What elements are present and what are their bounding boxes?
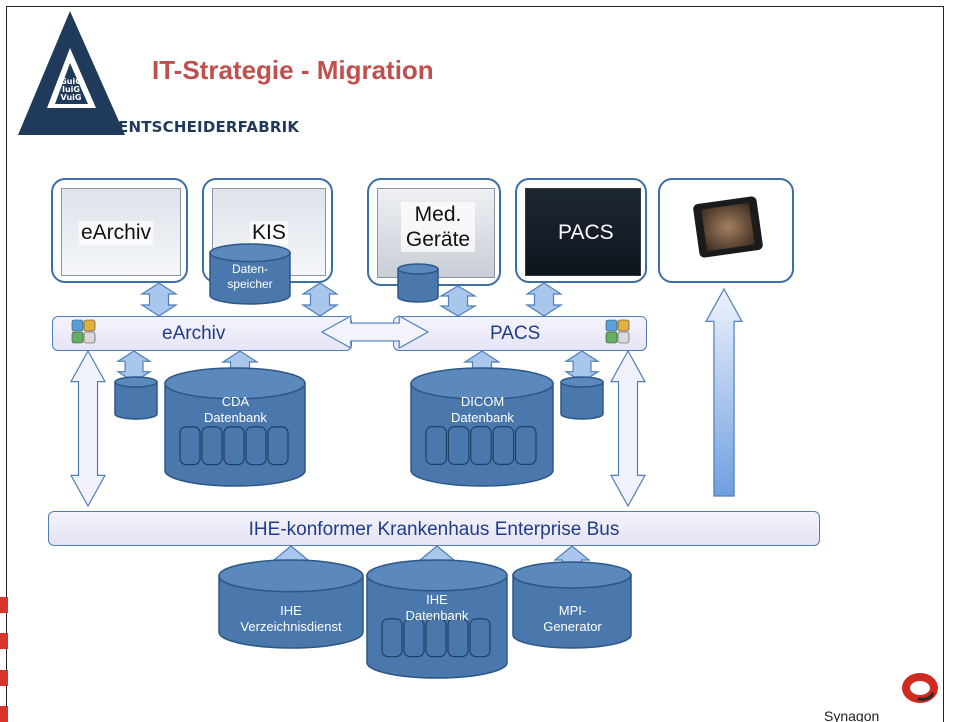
logo-text-guig: GuiG — [60, 77, 82, 86]
puzzle-icon — [605, 319, 630, 344]
cda-database — [164, 367, 306, 487]
kis-store-cylinder — [209, 243, 291, 305]
brand-name: ENTSCHEIDERFABRIK — [118, 118, 300, 136]
panel-earchiv: eArchiv — [51, 178, 188, 283]
earchiv-bar-label: eArchiv — [162, 323, 226, 344]
pacs-small-cylinder — [560, 376, 604, 420]
ihe-database — [366, 559, 508, 679]
dicom-db-label: DICOM Datenbank — [451, 394, 514, 425]
logo-text-vuig: VuiG — [60, 93, 82, 102]
page-title: IT-Strategie - Migration — [152, 55, 434, 85]
kis-store-label: Daten- speicher — [227, 262, 273, 291]
db-cell — [223, 426, 245, 466]
arrow-earchiv-pacs — [320, 314, 430, 350]
arrow-earchiv-bus — [69, 349, 107, 508]
pacs-bar-label: PACS — [490, 323, 541, 344]
arrow-earchiv-panel-bar — [139, 282, 179, 317]
puzzle-icon — [71, 319, 96, 344]
panel-tablet — [658, 178, 794, 283]
slide-frame — [6, 6, 944, 722]
db-cell — [245, 426, 267, 466]
db-cell — [470, 426, 492, 465]
ihe-verzeichnis-label: IHE Verzeichnisdienst — [240, 603, 342, 634]
arrow-med-panel-bar — [438, 285, 478, 317]
synagon-logo-text: Synagon — [824, 708, 880, 722]
db-cell — [447, 426, 470, 465]
cda-db-label: CDA Datenbank — [204, 394, 267, 425]
panel-pacs-label: PACS — [558, 221, 614, 244]
ihe-db-label: IHE Datenbank — [405, 592, 469, 623]
red-mark — [0, 597, 8, 613]
db-cell — [492, 426, 515, 465]
panel-med-geraete-label: Med. Geräte — [401, 202, 475, 252]
arrow-kis-panel-bar — [300, 282, 340, 317]
panel-earchiv-label: eArchiv — [79, 221, 154, 245]
db-cell — [425, 426, 447, 465]
db-cell — [201, 426, 223, 466]
red-mark — [0, 670, 8, 686]
med-store-cylinder — [397, 263, 439, 303]
db-cell — [447, 618, 469, 658]
arrow-pacs-bus — [609, 349, 647, 508]
enterprise-bus — [48, 511, 820, 546]
earchiv-bar — [52, 316, 352, 351]
pacs-screenshot — [525, 188, 641, 276]
red-mark — [0, 706, 8, 722]
earchiv-small-cylinder — [114, 376, 158, 420]
db-cell — [381, 618, 403, 658]
arrow-bus-tablet — [704, 287, 744, 497]
db-cell — [514, 426, 537, 465]
pacs-bar — [393, 316, 647, 351]
panel-pacs: PACS — [515, 178, 647, 283]
db-cell — [403, 618, 425, 658]
red-mark — [0, 633, 8, 649]
db-cell — [469, 618, 491, 658]
panel-kis-label: KIS — [250, 221, 288, 245]
ihe-verzeichnis-database — [218, 559, 364, 649]
db-cell — [425, 618, 447, 658]
dicom-database — [410, 367, 554, 487]
panel-med-geraete: Med. Geräte — [367, 178, 501, 286]
enterprise-bus-label: IHE-konformer Krankenhaus Enterprise Bus — [248, 519, 620, 540]
db-cell — [267, 426, 289, 466]
mpi-generator-database — [512, 561, 632, 649]
logo-text-iuig: IuiG — [62, 85, 80, 94]
arrow-pacs-panel-bar — [524, 282, 564, 317]
db-cell — [179, 426, 201, 466]
mpi-generator-label: MPI- Generator — [543, 603, 602, 634]
